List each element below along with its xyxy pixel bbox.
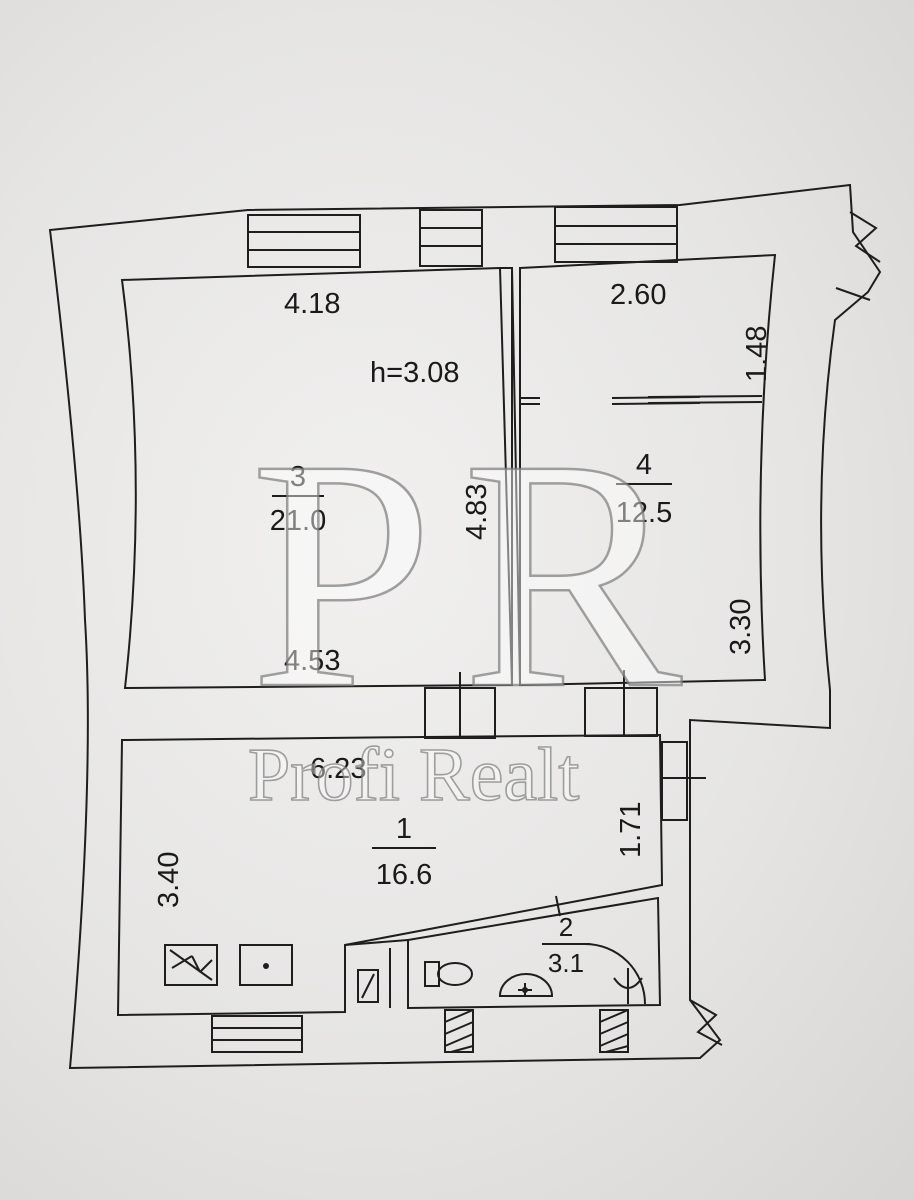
room-4-area: 12.5 [616, 497, 672, 529]
dim-room1-width: 6.23 [310, 753, 366, 785]
room-3-number: 3 [290, 461, 306, 493]
wall-break-bottom [689, 999, 723, 1046]
room-4-walls [519, 253, 777, 687]
window-top-right [554, 206, 678, 263]
window-bottom-room-1 [211, 1015, 303, 1053]
door-room-2 [555, 895, 561, 917]
room-2-number: 2 [559, 912, 573, 942]
room-2-label: 2 3.1 [542, 912, 590, 978]
room-2-area: 3.1 [548, 948, 584, 978]
dim-room3-depth: 4.83 [461, 484, 493, 540]
room-4-label: 4 12.5 [616, 449, 672, 529]
doorway-room-3-1 [424, 672, 496, 739]
entrance-door [661, 741, 706, 821]
watermark: P R Profi Realt [247, 391, 685, 818]
toilet-icon [424, 961, 473, 987]
watermark-brand: Profi Realt [248, 733, 579, 817]
watermark-logo-r: R [462, 392, 684, 757]
vent-duct-left [444, 1009, 474, 1053]
sink-icon [239, 944, 293, 986]
dim-room4-lower-depth: 3.30 [725, 599, 757, 655]
window-top-left [247, 214, 361, 268]
water-heater-icon [357, 969, 379, 1003]
room-3-area: 21.0 [270, 505, 326, 537]
stove-icon [164, 944, 218, 986]
dim-room3-width-top: 4.18 [284, 288, 340, 320]
room-1-area: 16.6 [376, 859, 432, 891]
room-1-walls [116, 733, 664, 1017]
vent-duct-right [599, 1009, 629, 1053]
wall-break-top [835, 211, 881, 301]
room-4-partition [611, 395, 763, 405]
dim-room1-side: 1.71 [615, 802, 647, 858]
partition-3-4 [499, 267, 521, 686]
washbasin-icon [498, 973, 554, 997]
door-room-3-4 [520, 397, 540, 405]
outer-wall [48, 183, 882, 1070]
room-1-label: 1 16.6 [372, 813, 436, 891]
room-2-walls [407, 896, 662, 1010]
dim-room4-upper-depth: 1.48 [741, 326, 773, 382]
room-3-label: 3 21.0 [270, 461, 326, 537]
dim-room4-width: 2.60 [610, 279, 666, 311]
room-4-number: 4 [636, 449, 652, 481]
room-2-inner-wall [344, 939, 409, 1008]
ceiling-height: h=3.08 [370, 357, 460, 389]
window-top-middle [419, 209, 483, 267]
room-3-walls [120, 267, 513, 690]
shower-icon [584, 943, 646, 1005]
room-1-number: 1 [396, 813, 412, 845]
dim-room1-depth: 3.40 [153, 852, 185, 908]
doorway-room-4-1 [584, 670, 658, 737]
dim-room3-width-bottom: 4.53 [284, 645, 340, 677]
watermark-logo-p: P [250, 392, 434, 757]
